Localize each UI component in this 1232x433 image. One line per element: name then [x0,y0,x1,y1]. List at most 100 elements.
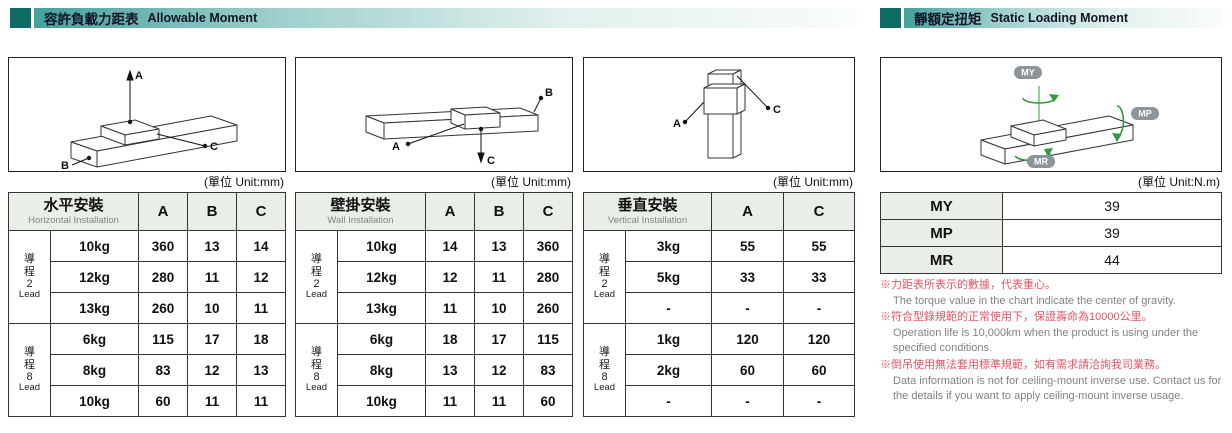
weight-cell: 13kg [49,292,140,324]
column-header-c: C [783,192,855,231]
value-c: 11 [236,385,286,417]
table-title-cell: 水平安裝 Horizontal Installation [7,192,140,231]
arrow-b [71,155,92,166]
table-row: MP 39 [880,219,1222,247]
value-b: 11 [187,261,238,293]
diagram-box: MY MP MR [880,57,1222,172]
section-title-en: Static Loading Moment [990,11,1129,25]
weight-cell: 6kg [49,323,140,355]
note-zh: ※倒吊使用無法套用標準規範，如有需求請洽詢我司業務。 [880,359,1166,372]
header-gradient-bar: 容許負載力距表 Allowable Moment [34,8,855,28]
moment-label-mp: MP [880,219,1003,247]
value-a: 83 [138,354,189,386]
value-c: 260 [523,292,573,324]
value-c: 12 [236,261,286,293]
table-row: MR 44 [880,246,1222,274]
vertical-installation-diagram: C A [673,69,781,159]
value-c: 60 [783,354,855,386]
note-en: Operation life is 10,000km when the prod… [893,326,1199,355]
value-b: 11 [474,261,524,293]
table-row: 13kg 11 10 260 [296,292,573,324]
table-row: 導程 8 Lead 6kg 18 17 115 [295,323,573,417]
arrow-c [477,126,485,164]
vertical-installation-section: C A (單位 Unit:mm) 垂直安裝 Vertical Installat… [583,57,855,417]
arrow-a [682,101,705,125]
weight-cell: 12kg [49,261,140,293]
table-title-en: Wall Installation [327,214,394,226]
vertical-moment-table: 垂直安裝 Vertical Installation A C 導程 2 Lead… [583,192,855,417]
weight-cell: 1kg [625,323,712,355]
value-a: 120 [711,323,784,355]
weight-cell: - [625,292,712,324]
table-row: 導程 2 Lead 10kg 360 13 14 [8,230,286,324]
my-badge: MY [1014,66,1042,79]
value-a: 12 [425,261,475,293]
value-a: 115 [138,323,189,355]
table-row: 2kg 60 60 [584,354,855,386]
column-header-a: A [425,192,475,231]
table-row: - - - [584,385,855,417]
value-b: 17 [187,323,238,355]
column-header-a: A [711,192,784,231]
arrow-a [126,69,134,125]
mp-badge-label: MP [1138,109,1152,119]
weight-cell: 3kg [625,230,712,262]
value-b: 12 [474,354,524,386]
weight-cell: 8kg [337,354,426,386]
static-moment-diagram: MY MP MR [980,66,1159,168]
carriage-drawing [450,106,501,130]
table-row: 導程 2 Lead 10kg 14 13 360 [295,230,573,324]
moment-label-mr: MR [880,246,1003,274]
arrow-c [736,75,771,111]
label-c: C [487,155,495,167]
carriage-drawing [100,119,160,146]
diagram-box: A C B [8,57,286,172]
section-title-en: Allowable Moment [147,11,258,25]
value-c: 115 [523,323,573,355]
table-row: 導程 2 Lead 3kg 55 55 [583,230,855,324]
my-arrowhead [1049,94,1059,102]
note-en: The torque value in the chart indicate t… [893,294,1176,307]
value-a: 13 [425,354,475,386]
carriage-drawing [1010,119,1067,147]
value-c: 280 [523,261,573,293]
value-a: 60 [711,354,784,386]
value-c: 14 [236,230,286,262]
value-b: 12 [187,354,238,386]
static-moment-table: MY 39 MP 39 MR 44 [880,192,1222,274]
label-a: A [392,141,400,153]
value-c: - [783,292,855,324]
value-c: - [783,385,855,417]
weight-cell: 10kg [49,230,140,262]
value-c: 11 [236,292,286,324]
lead-group-2: 導程 2 Lead [295,230,338,324]
table-row: 13kg 260 10 11 [9,292,286,324]
value-a: 11 [425,385,475,417]
unit-label: (單位 Unit:N.m) [1138,175,1220,189]
value-a: 280 [138,261,189,293]
section-title-zh: 靜額定扭矩 [914,12,982,27]
value-c: 13 [236,354,286,386]
header-gradient-bar: 靜額定扭矩 Static Loading Moment [904,8,1222,28]
table-row: 8kg 83 12 13 [9,354,286,386]
lead-group-8: 導程 8 Lead [8,323,51,417]
arrow-c [156,133,208,149]
value-a: 360 [138,230,189,262]
wall-installation-diagram: A B C [365,87,553,167]
value-b: 11 [187,385,238,417]
value-a: 11 [425,292,475,324]
lead-group-8: 導程 8 Lead [295,323,338,417]
value-a: 260 [138,292,189,324]
table-title-en: Horizontal Installation [28,214,119,226]
arrow-a [405,123,465,147]
value-b: 13 [474,230,524,262]
unit-label: (單位 Unit:mm) [773,175,853,189]
note-zh: ※力距表所表示的數據，代表重心。 [880,279,1056,291]
moment-value-my: 39 [1002,192,1222,220]
value-b: 13 [187,230,238,262]
value-a: - [711,385,784,417]
lead-group-2: 導程 2 Lead [583,230,626,324]
value-b: 11 [474,385,524,417]
arrow-b [533,95,544,113]
weight-cell: 5kg [625,261,712,293]
